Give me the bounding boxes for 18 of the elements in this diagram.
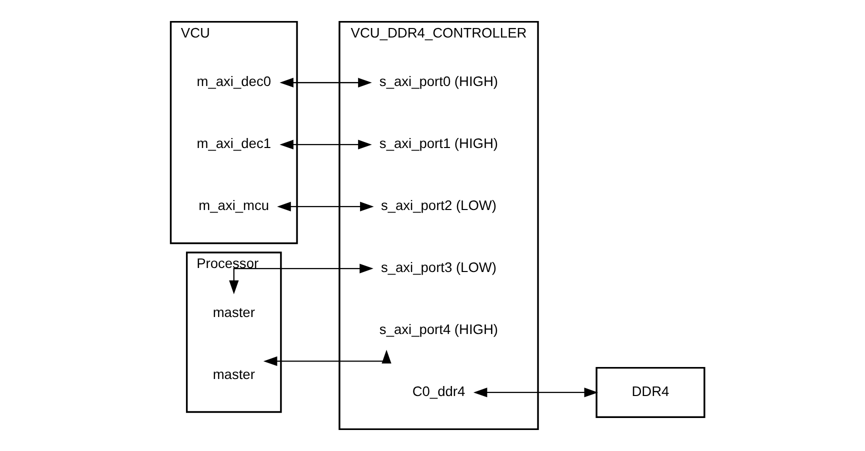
arrow — [262, 350, 391, 366]
node-box: DDR4 — [595, 366, 705, 418]
node-text: s_axi_port2 (LOW) — [380, 198, 496, 214]
node-text: master — [212, 366, 254, 382]
node-text: s_axi_port0 (HIGH) — [378, 74, 498, 90]
node-text: m_axi_dec1 — [196, 136, 271, 152]
node-text: s_axi_port1 (HIGH) — [378, 136, 498, 152]
node-text: C0_ddr4 — [412, 384, 465, 400]
node-text: m_axi_mcu — [198, 198, 269, 214]
arrow — [472, 388, 598, 398]
arrow — [276, 202, 374, 212]
node-text: s_axi_port4 (HIGH) — [378, 322, 498, 338]
node-text: s_axi_port3 (LOW) — [380, 260, 496, 276]
arrow — [228, 264, 373, 294]
node-text: master — [212, 304, 254, 320]
node-text: m_axi_dec0 — [196, 74, 271, 90]
arrow — [279, 140, 372, 150]
arrow — [279, 78, 372, 88]
